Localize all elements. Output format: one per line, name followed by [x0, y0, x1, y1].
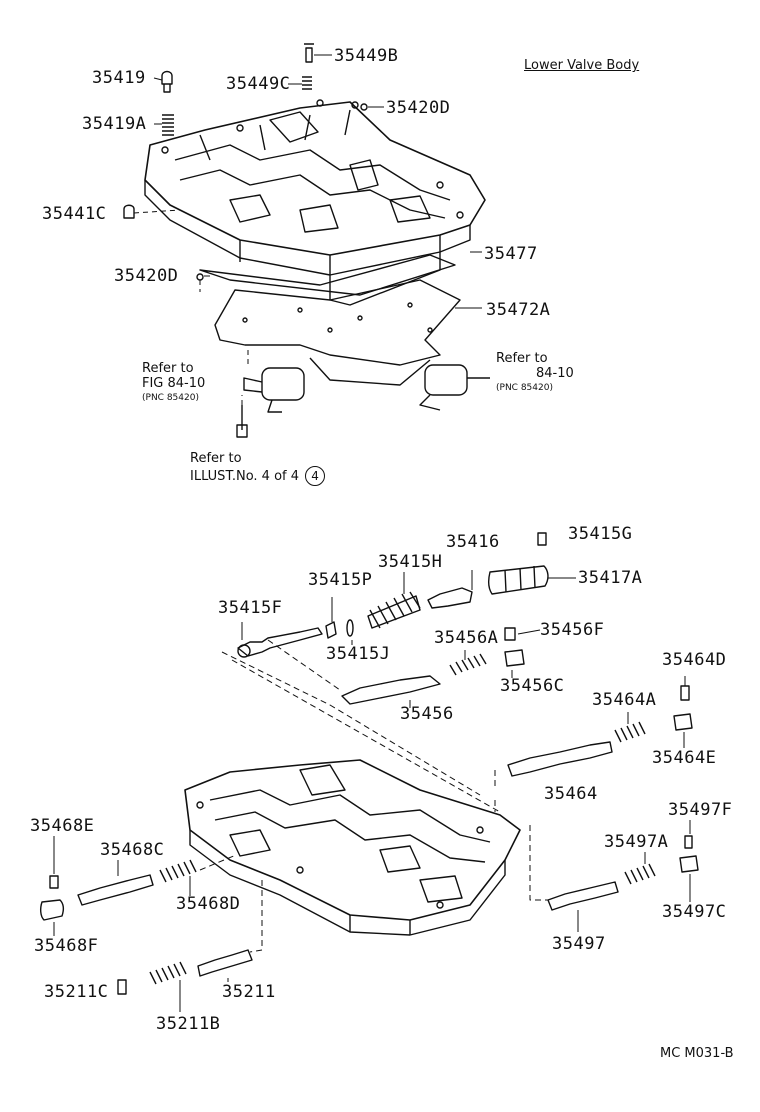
- part-label-35415J[interactable]: 35415J: [326, 644, 391, 664]
- part-label-35468C[interactable]: 35468C: [100, 840, 165, 860]
- part-label-35456F[interactable]: 35456F: [540, 620, 605, 640]
- solenoid-left: [243, 367, 305, 413]
- plate-35472A: [214, 279, 461, 366]
- retainer-35415P: [325, 621, 337, 639]
- sleeve-35468F: [39, 899, 65, 921]
- sleeve-35456C: [504, 649, 525, 667]
- ref-illust-circled-number: 4: [305, 466, 326, 486]
- lower-valve-body-top: [144, 99, 486, 306]
- solenoid-right: [419, 364, 490, 411]
- part-label-35415G[interactable]: 35415G: [568, 524, 633, 544]
- part-label-35468D[interactable]: 35468D: [176, 894, 241, 914]
- part-label-35419[interactable]: 35419: [92, 68, 146, 88]
- spring-35211B: [149, 961, 187, 985]
- part-label-35477[interactable]: 35477: [484, 244, 538, 264]
- ball-35419: [161, 70, 173, 93]
- ref-left-line3: (PNC 85420): [142, 393, 199, 403]
- footer-code: MC M031-B: [660, 1046, 734, 1061]
- ref-illust-line2[interactable]: ILLUST.No. 4 of 4: [190, 469, 300, 484]
- plug-35416: [427, 587, 473, 609]
- spring-35456A: [449, 653, 487, 676]
- part-label-35415P[interactable]: 35415P: [308, 570, 373, 590]
- part-label-35464[interactable]: 35464: [544, 784, 598, 804]
- valve-35456: [341, 675, 441, 705]
- spring-35464A: [614, 721, 646, 743]
- part-label-35419A[interactable]: 35419A: [82, 114, 147, 134]
- ref-left-line2[interactable]: FIG 84-10: [142, 376, 206, 391]
- spring-35497A: [624, 863, 656, 885]
- valve-35464: [507, 741, 613, 777]
- plug-35456F-shape: [504, 627, 516, 641]
- part-label-35464A[interactable]: 35464A: [592, 690, 657, 710]
- reference-illust: Refer to ILLUST.No. 4 of 4 4: [190, 451, 326, 486]
- part-label-35420D[interactable]: 35420D: [114, 266, 179, 286]
- clip-35497F: [684, 835, 693, 849]
- part-label-35472A[interactable]: 35472A: [486, 300, 551, 320]
- ref-illust-line1: Refer to: [190, 451, 242, 466]
- part-label-35416[interactable]: 35416: [446, 532, 500, 552]
- part-label-35211B[interactable]: 35211B: [156, 1014, 221, 1034]
- washer-35415J: [346, 619, 354, 637]
- part-label-35417A[interactable]: 35417A: [578, 568, 643, 588]
- part-label-35468E[interactable]: 35468E: [30, 816, 95, 836]
- ref-right-line2[interactable]: 84-10: [536, 366, 574, 381]
- valve-35468C: [77, 874, 154, 906]
- valve-35211: [197, 949, 253, 977]
- gasket-35477: [199, 254, 456, 296]
- sleeve-35497C: [679, 855, 699, 873]
- clip-35468E: [49, 875, 59, 889]
- ref-right-line1: Refer to: [496, 351, 548, 366]
- part-label-35497A[interactable]: 35497A: [604, 832, 669, 852]
- ref-illust-line2-wrap[interactable]: ILLUST.No. 4 of 4 4: [190, 466, 326, 486]
- part-label-35449B[interactable]: 35449B: [334, 46, 399, 66]
- spring-35419A: [162, 114, 174, 136]
- spring-35449C: [302, 76, 312, 90]
- part-label-35211[interactable]: 35211: [222, 982, 276, 1002]
- check-35441C: [123, 204, 135, 219]
- valve-35497: [547, 881, 619, 911]
- bolt-35449B: [304, 43, 314, 63]
- part-label-35497F[interactable]: 35497F: [668, 800, 733, 820]
- part-label-35420D-top[interactable]: 35420D: [386, 98, 451, 118]
- part-label-35449C[interactable]: 35449C: [226, 74, 291, 94]
- sleeve-35417A: [487, 565, 549, 595]
- clip-35415G: [537, 532, 547, 546]
- clip-35464D: [680, 685, 690, 701]
- diagram-title: Lower Valve Body: [524, 58, 640, 73]
- spring-35415H: [369, 591, 421, 629]
- reference-left: Refer to FIG 84-10 (PNC 85420): [142, 361, 205, 406]
- part-label-35468F[interactable]: 35468F: [34, 936, 99, 956]
- reference-right: Refer to 84-10 (PNC 85420): [496, 351, 574, 396]
- part-label-35456C[interactable]: 35456C: [500, 676, 565, 696]
- valve-35415F: [237, 627, 323, 657]
- ball-35420D: [196, 273, 204, 281]
- part-label-35415F[interactable]: 35415F: [218, 598, 283, 618]
- part-label-35456[interactable]: 35456: [400, 704, 454, 724]
- part-label-35456A[interactable]: 35456A: [434, 628, 499, 648]
- part-label-35464E[interactable]: 35464E: [652, 748, 717, 768]
- part-label-35211C[interactable]: 35211C: [44, 982, 109, 1002]
- spring-35468D: [159, 859, 197, 883]
- lower-valve-body-bottom: [184, 759, 521, 936]
- part-label-35497C[interactable]: 35497C: [662, 902, 727, 922]
- part-label-35441C[interactable]: 35441C: [42, 204, 107, 224]
- clip-35211C: [117, 979, 127, 995]
- part-label-35464D[interactable]: 35464D: [662, 650, 727, 670]
- ball-35420D-top: [360, 103, 368, 111]
- ref-left-line1: Refer to: [142, 361, 194, 376]
- part-label-35415H[interactable]: 35415H: [378, 552, 443, 572]
- ref-right-line3: (PNC 85420): [496, 383, 553, 393]
- part-label-35497[interactable]: 35497: [552, 934, 606, 954]
- sleeve-35464E: [673, 713, 693, 731]
